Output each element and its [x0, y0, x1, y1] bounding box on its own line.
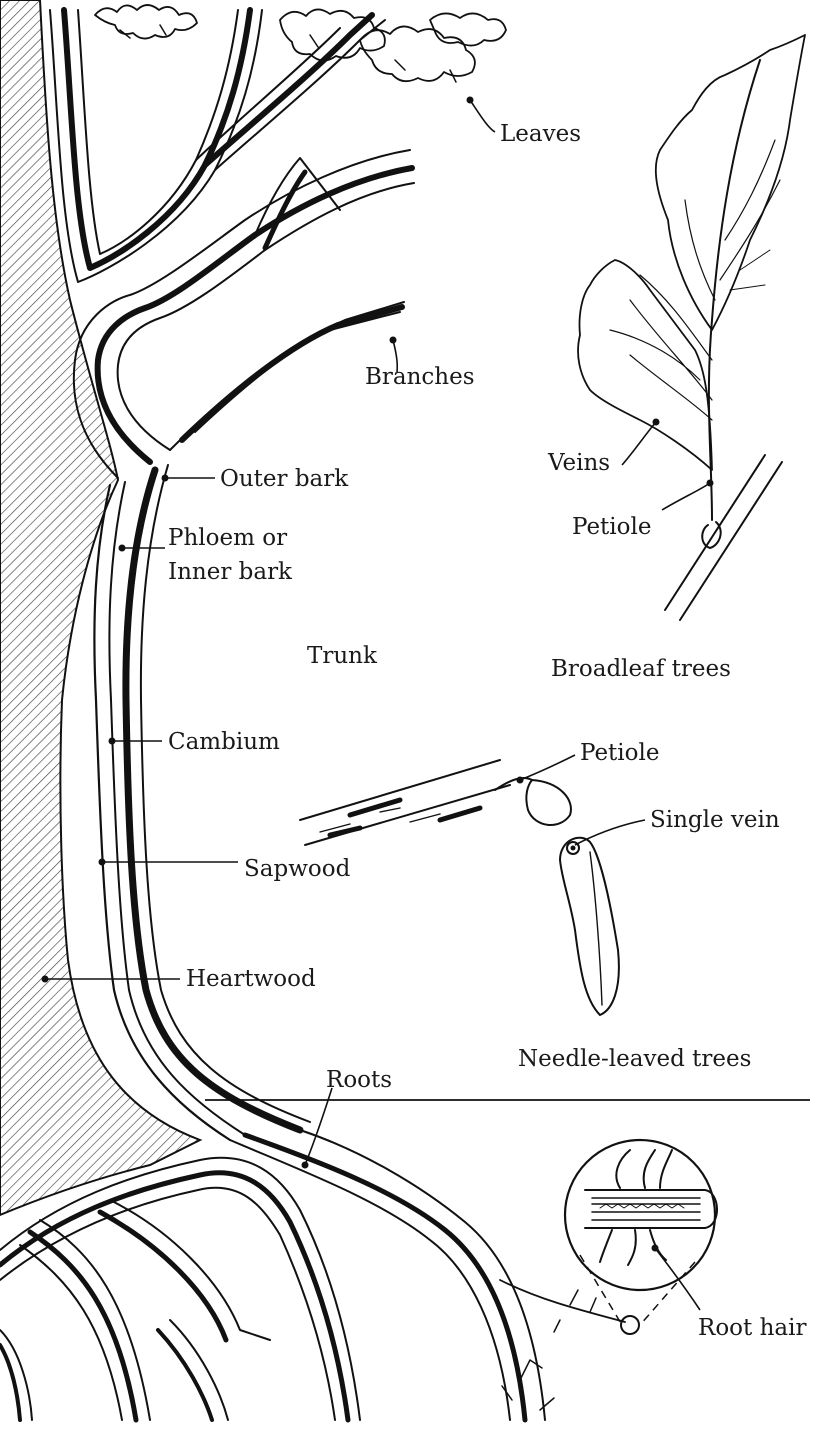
label-root-hair: Root hair: [698, 1315, 806, 1341]
label-veins: Veins: [547, 450, 610, 476]
label-phloem-line1: Phloem or: [168, 525, 287, 551]
label-petiole-broadleaf: Petiole: [572, 514, 651, 540]
labels: Leaves Branches Outer bark Phloem or Inn…: [168, 121, 806, 1341]
label-sapwood: Sapwood: [244, 856, 351, 882]
label-trunk: Trunk: [307, 643, 378, 669]
needle-leaf-illustration: [300, 760, 619, 1015]
label-petiole-needle: Petiole: [580, 740, 659, 766]
root-hair-inset: [565, 1140, 717, 1334]
label-needle-leaved-trees: Needle-leaved trees: [518, 1046, 751, 1072]
label-outer-bark: Outer bark: [220, 466, 349, 492]
label-branches: Branches: [365, 364, 475, 390]
label-phloem-line2: Inner bark: [168, 559, 293, 585]
label-heartwood: Heartwood: [186, 966, 316, 992]
foliage: [95, 5, 506, 82]
label-roots: Roots: [326, 1067, 392, 1093]
label-cambium: Cambium: [168, 729, 280, 755]
label-broadleaf-trees: Broadleaf trees: [551, 656, 731, 682]
label-single-vein: Single vein: [650, 807, 780, 833]
branches: [50, 10, 414, 478]
heartwood-region: [0, 0, 200, 1215]
label-leaves: Leaves: [500, 121, 581, 147]
